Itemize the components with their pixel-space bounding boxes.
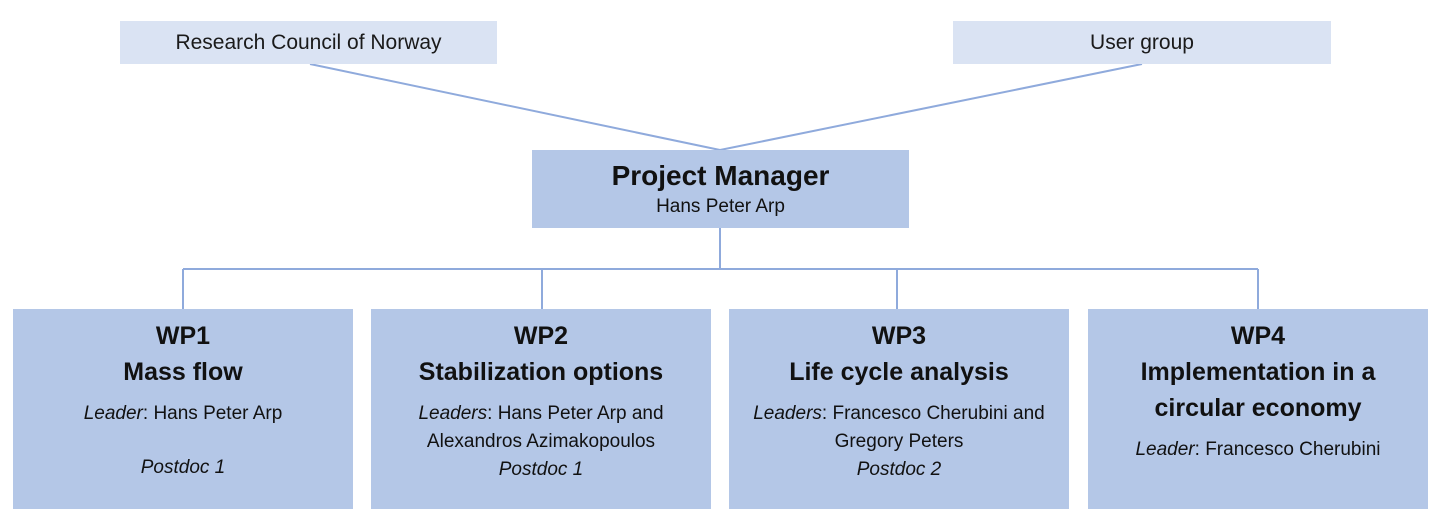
wp-id: WP4: [1230, 322, 1286, 350]
wp-id: WP2: [513, 322, 569, 350]
wp-title-line: Mass flow: [123, 358, 243, 386]
wp-leader-names: Francesco Cherubini: [1205, 439, 1381, 460]
wp-leader-role: Leaders: [418, 403, 488, 424]
wp-postdoc: Postdoc 2: [856, 459, 942, 480]
wp-title-line: Stabilization options: [418, 358, 664, 386]
wp-leader-role: Leader: [1135, 439, 1195, 460]
wp-title-line: circular economy: [1154, 394, 1362, 422]
wp-leaders: Leader: Francesco Cherubini: [1135, 439, 1381, 460]
work-package-wp1: WP1 Mass flow Leader: Hans Peter Arp Pos…: [13, 309, 353, 509]
wp-leader-names: Hans Peter Arp: [153, 403, 283, 424]
wp-id: WP1: [155, 322, 211, 350]
connector-users-to-manager: [719, 63, 1143, 151]
user-group-label: User group: [1090, 30, 1194, 54]
project-manager-name: Hans Peter Arp: [656, 196, 785, 217]
wp-postdoc: Postdoc 1: [140, 457, 226, 478]
wp-title: Stabilization options: [371, 354, 711, 390]
funder-box: Research Council of Norway: [120, 21, 497, 64]
project-manager-box: Project Manager Hans Peter Arp: [532, 150, 909, 228]
wp-title: Implementation in a circular economy: [1088, 354, 1428, 426]
wp-postdoc: Postdoc 1: [498, 459, 584, 480]
wp-leader-role: Leaders: [753, 403, 822, 424]
wp-leaders: Leaders: Hans Peter Arp and Alexandros A…: [418, 403, 664, 452]
wp-title: Mass flow: [13, 354, 353, 390]
wp-id: WP3: [871, 322, 927, 350]
wp-leaders: Leader: Hans Peter Arp: [83, 403, 283, 424]
wp-title-line: Implementation in a: [1140, 358, 1376, 386]
connector-funder-to-manager: [309, 63, 721, 151]
wp-leaders: Leaders: Francesco Cherubini and Gregory…: [753, 403, 1045, 452]
work-package-wp3: WP3 Life cycle analysis Leaders: Frances…: [729, 309, 1069, 509]
wp-leader-role: Leader: [83, 403, 143, 424]
wp-title-line: Life cycle analysis: [789, 358, 1009, 386]
project-manager-title: Project Manager: [611, 160, 830, 191]
wp-title: Life cycle analysis: [729, 354, 1069, 390]
work-package-wp2: WP2 Stabilization options Leaders: Hans …: [371, 309, 711, 509]
work-package-wp4: WP4 Implementation in a circular economy…: [1088, 309, 1428, 509]
user-group-box: User group: [953, 21, 1331, 64]
funder-label: Research Council of Norway: [175, 30, 442, 54]
wp-leader-names: Hans Peter Arp and Alexandros Azimakopou…: [426, 403, 664, 452]
wp-leader-names: Francesco Cherubini and Gregory Peters: [832, 403, 1045, 452]
